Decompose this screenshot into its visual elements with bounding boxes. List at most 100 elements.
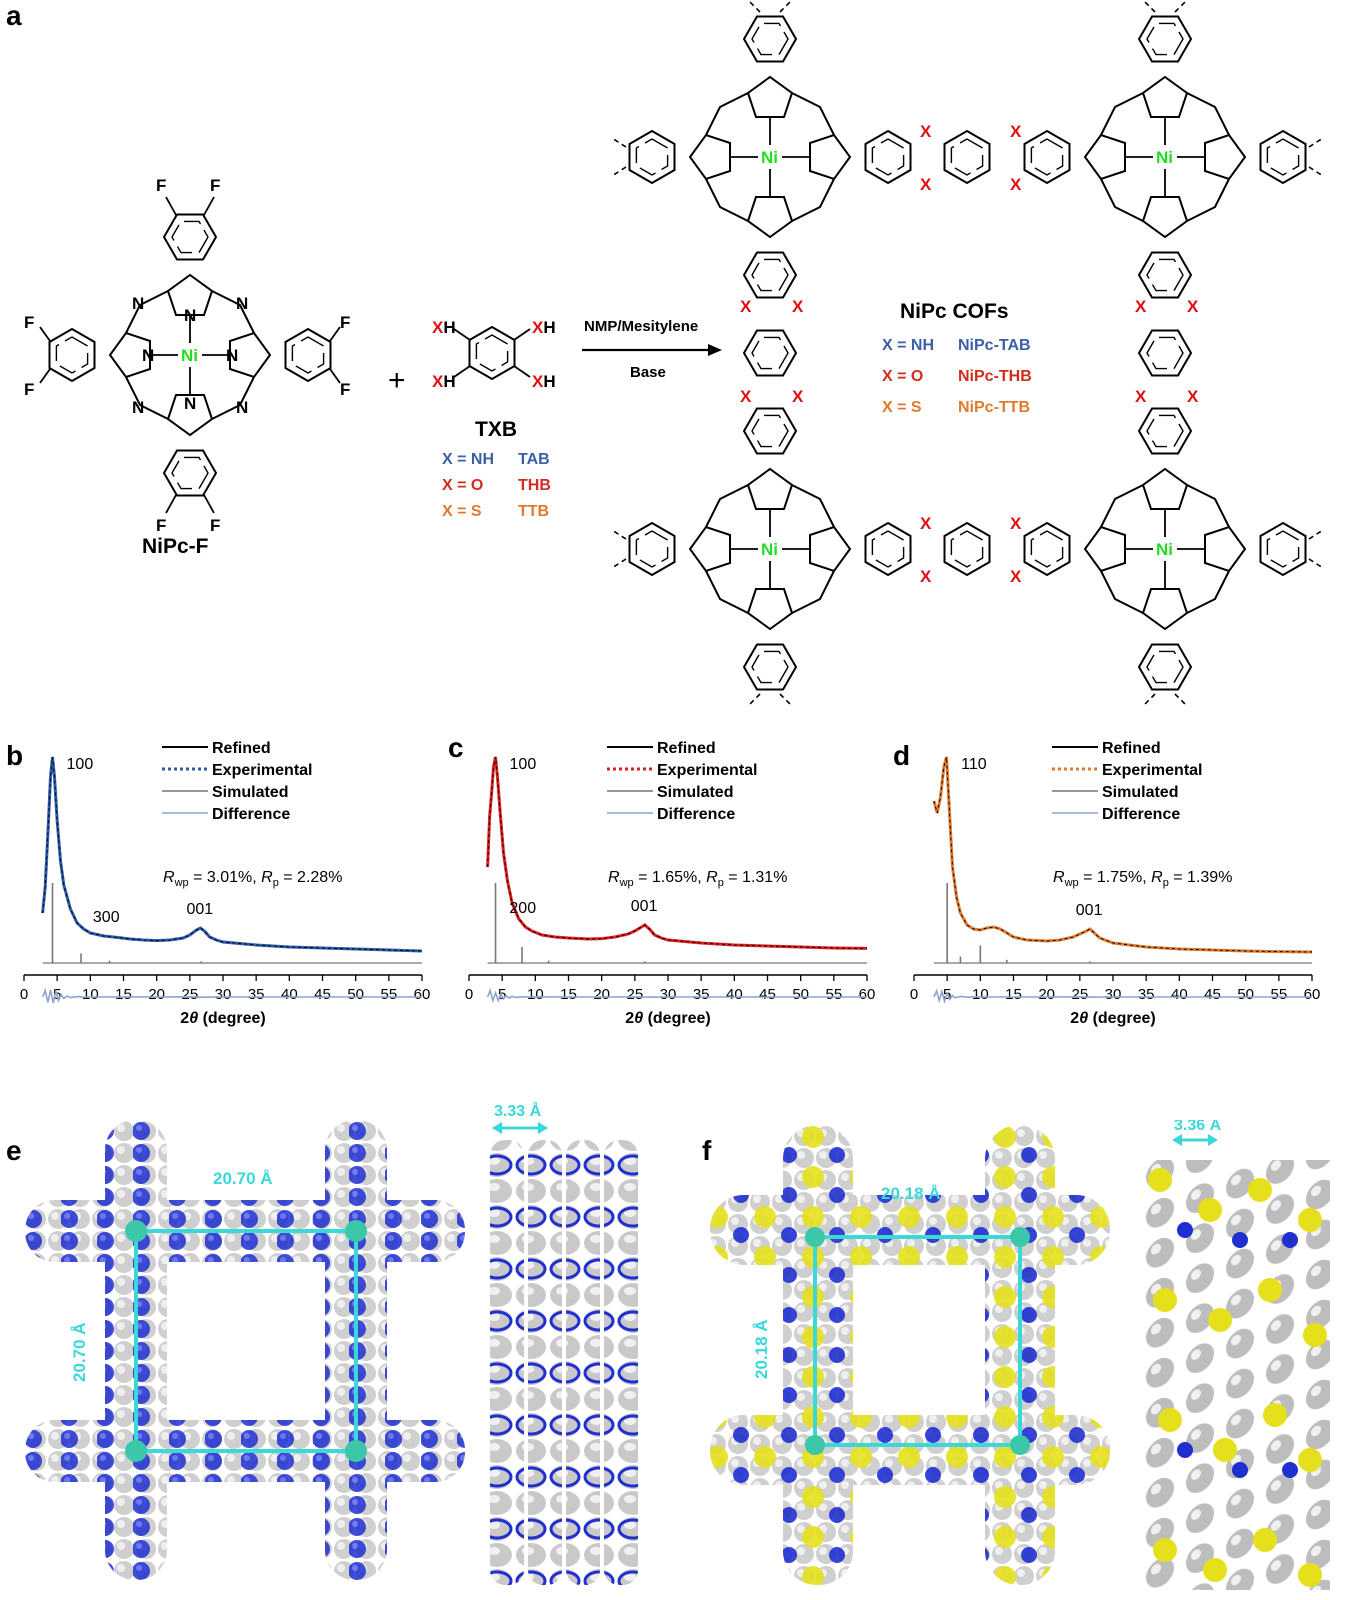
linker-atom-x: X: [920, 567, 932, 586]
unit-cell: [813, 1235, 1022, 1447]
metal-atom: [125, 1220, 147, 1242]
x-tick-label: 30: [215, 986, 232, 1003]
linker-variant-x: X = NH: [442, 451, 494, 468]
metal-label: Ni: [761, 540, 778, 559]
x-tick-label: 25: [626, 986, 643, 1003]
linker-atom-x: X: [1010, 122, 1022, 141]
x-axis-label: 2θ (degree): [625, 1010, 710, 1027]
linker-atom-x: X: [1135, 387, 1147, 406]
product-variant-name: NiPc-TTB: [958, 399, 1030, 416]
nitrogen-label: N: [236, 294, 248, 313]
x-tick-label: 15: [560, 986, 577, 1003]
conditions-bottom: Base: [630, 364, 666, 381]
x-tick-label: 40: [1171, 986, 1188, 1003]
x-tick-label: 0: [20, 986, 28, 1003]
nitrogen-label: N: [184, 306, 196, 325]
nipc-f-structure: F F F F F F F F Ni N N N N N N N N: [24, 176, 350, 535]
x-tick-label: 30: [660, 986, 677, 1003]
refined-curve: [42, 756, 423, 952]
x-tick-label: 40: [281, 986, 298, 1003]
cell-length-side: 20.18 Å: [752, 1319, 771, 1379]
difference-curve: [486, 987, 867, 1004]
x-tick-label: 35: [1138, 986, 1155, 1003]
x-tick-label: 25: [181, 986, 198, 1003]
fluorine-label: F: [156, 516, 166, 535]
product-variant-name: NiPc-TAB: [958, 337, 1031, 354]
conditions-top: NMP/Mesitylene: [584, 318, 698, 335]
product-title: NiPc COFs: [900, 300, 1009, 323]
x-tick-label: 30: [1105, 986, 1122, 1003]
legend-label: Experimental: [657, 762, 757, 779]
x-tick-label: 25: [1071, 986, 1088, 1003]
unit-cell: [134, 1229, 358, 1453]
structure-e-side-view: 3.33 Å: [490, 1101, 638, 1585]
x-tick-label: 15: [115, 986, 132, 1003]
panel-label-a: a: [6, 0, 22, 31]
linker-atom-x: X: [1010, 514, 1022, 533]
x-tick-label: 50: [1237, 986, 1254, 1003]
refined-curve: [933, 756, 1313, 953]
svg-text:XH: XH: [432, 318, 456, 337]
x-tick-label: 10: [972, 986, 989, 1003]
x-tick-label: 45: [1204, 986, 1221, 1003]
x-axis-label: 2θ (degree): [180, 1010, 265, 1027]
plus-sign: +: [388, 364, 406, 397]
x-tick-label: 35: [248, 986, 265, 1003]
legend-label: Difference: [1102, 806, 1180, 823]
legend-label: Refined: [657, 740, 716, 757]
refined-curve: [487, 756, 868, 949]
peak-label: 001: [186, 901, 213, 918]
x-tick-label: 15: [1005, 986, 1022, 1003]
fluorine-label: F: [24, 313, 34, 332]
x-tick-label: 0: [465, 986, 473, 1003]
metal-atom: [345, 1440, 367, 1462]
product-variant-x: X = NH: [882, 337, 934, 354]
linker-variant-x: X = O: [442, 477, 483, 494]
structure-e-top-view: 20.70 Å 20.70 Å: [25, 1120, 465, 1580]
stacking-distance: 3.36 Å: [1174, 1120, 1222, 1134]
x-tick-label: 60: [859, 986, 876, 1003]
product-variant-name: NiPc-THB: [958, 368, 1032, 385]
x-tick-label: 40: [726, 986, 743, 1003]
legend-label: Simulated: [212, 784, 288, 801]
x-tick-label: 5: [498, 986, 506, 1003]
linker-name: TXB: [475, 418, 517, 441]
x-tick-label: 35: [693, 986, 710, 1003]
x-tick-label: 50: [347, 986, 364, 1003]
fluorine-label: F: [210, 516, 220, 535]
fluorine-label: F: [156, 176, 166, 195]
reaction-scheme: F F F F F F F F Ni N N N N N N N N NiPc-…: [24, 0, 1324, 707]
peak-label: 001: [1076, 902, 1103, 919]
nitrogen-label: N: [184, 394, 196, 413]
linker-atom-x: X: [1187, 297, 1199, 316]
x-tick-label: 10: [527, 986, 544, 1003]
linker-variant-code: TTB: [518, 503, 549, 520]
x-axis-label: 2θ (degree): [1070, 1010, 1155, 1027]
legend-label: Simulated: [1102, 784, 1178, 801]
x-tick-label: 60: [414, 986, 431, 1003]
linker-variant-code: TAB: [518, 451, 550, 468]
metal-label: Ni: [181, 346, 198, 365]
structure-f-top-view: 20.18 Å 20.18 Å: [710, 1125, 1110, 1585]
r-factors: Rwp = 3.01%, Rp = 2.28%: [163, 869, 342, 889]
cell-length-side: 20.70 Å: [70, 1322, 89, 1382]
metal-label: Ni: [761, 148, 778, 167]
cof-framework: X X X X X X X X X X X X X X X X Ni Ni Ni…: [611, 0, 1324, 707]
nitrogen-label: N: [226, 346, 238, 365]
linker-atom-x: X: [1187, 387, 1199, 406]
difference-curve: [933, 988, 1312, 1004]
fluorine-label: F: [340, 313, 350, 332]
monomer-name: NiPc-F: [142, 535, 209, 558]
linker-atom-x: X: [920, 175, 932, 194]
legend-label: Difference: [212, 806, 290, 823]
metal-label: Ni: [1156, 540, 1173, 559]
linker-atom-x: X: [1135, 297, 1147, 316]
x-tick-label: 45: [759, 986, 776, 1003]
legend-label: Refined: [1102, 740, 1161, 757]
legend-label: Simulated: [657, 784, 733, 801]
nitrogen-label: N: [132, 294, 144, 313]
nitrogen-label: N: [236, 398, 248, 417]
metal-atom: [805, 1227, 825, 1247]
